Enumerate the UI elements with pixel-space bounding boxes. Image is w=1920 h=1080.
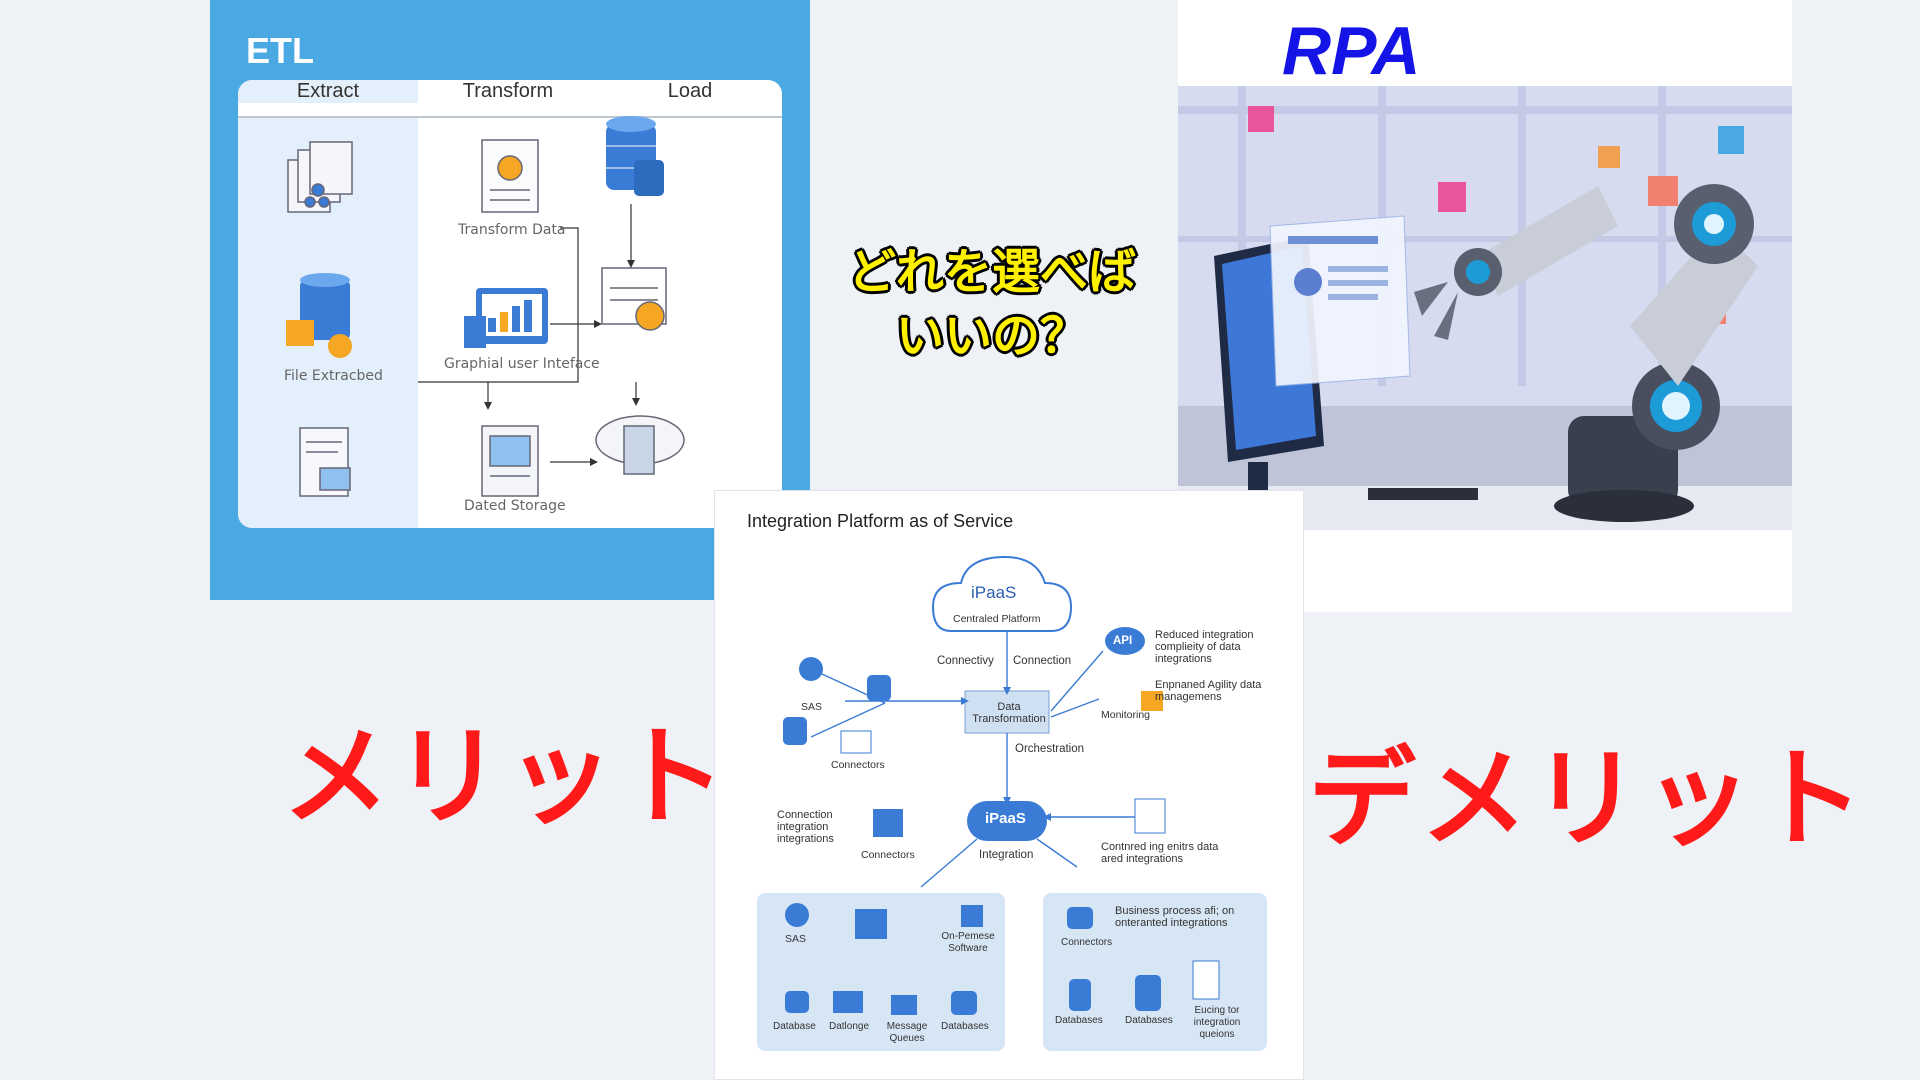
connectivy-label: Connectivy	[937, 655, 994, 667]
connection-integration-label: Connection integration integrations	[777, 809, 834, 845]
box1-datonge-label: Datlonge	[829, 1021, 870, 1032]
cloud-title: iPaaS	[971, 583, 1017, 602]
monitoring-label: Monitoring	[1101, 709, 1151, 721]
database-extract-icon	[286, 273, 352, 358]
database-small-icon	[867, 675, 891, 701]
box2-title: Business process afi; on onteranted inte…	[1115, 905, 1235, 929]
question-line-2: いいの？	[895, 308, 1088, 364]
box2-databases-2-label: Databases	[1125, 1015, 1173, 1026]
continued-integrations-label: Contnred ing enitrs data ared integratio…	[1101, 841, 1219, 865]
box1-databases-icon	[951, 991, 977, 1015]
box1-sas-label: SAS	[785, 933, 807, 945]
benefit-1-text: Reduced integration complieity of data i…	[1155, 629, 1254, 665]
box1-datonge-icon	[833, 991, 863, 1013]
connection-label: Connection	[1013, 655, 1072, 667]
sas-label: SAS	[801, 701, 823, 713]
merit-label: メリット	[282, 715, 731, 840]
continued-doc-icon	[1134, 798, 1166, 834]
ipaas-pill	[967, 801, 1047, 841]
sas-icon	[799, 657, 823, 681]
benefit-2-text: Enpnaned Agility data managemens	[1155, 679, 1262, 703]
document-window-icon	[299, 427, 351, 497]
box2-background	[1043, 893, 1267, 1051]
robot-arm	[1414, 184, 1758, 522]
etl-diagram-card: Extract Transform Load	[238, 80, 782, 528]
chart-icon	[840, 730, 872, 754]
holographic-screen	[1269, 215, 1411, 387]
box2-db-icon	[1067, 907, 1093, 929]
extract-header: Extract	[238, 80, 418, 103]
connectors-left-label: Connectors	[831, 759, 885, 771]
report-window-icon	[601, 267, 667, 331]
ipaas-panel: Integration Platform as of Service	[714, 490, 1304, 1080]
connectors-box-icon	[873, 809, 903, 837]
box1-database-label: Database	[773, 1021, 816, 1032]
transform-document-icon	[481, 139, 539, 213]
monitoring-icon	[1141, 691, 1163, 711]
box1-sas-icon	[785, 903, 809, 927]
box1-message-icon	[891, 995, 917, 1015]
ipaas-node-label: iPaaS	[985, 810, 1026, 827]
connectors-center-label: Connectors	[861, 849, 915, 861]
etl-panel: ETL Extract Transform Load	[210, 0, 810, 600]
database-left-icon	[783, 717, 807, 745]
etl-flow-graphics	[286, 116, 685, 497]
cloud-shape	[931, 555, 1073, 632]
box1-on-premise-label: On-Pemese Software	[941, 931, 995, 954]
rpa-scene-graphic	[1178, 86, 1792, 530]
etl-title: ETL	[246, 30, 314, 71]
demerit-label: デメリット	[1308, 737, 1869, 862]
box1-database-icon	[785, 991, 809, 1013]
load-header: Load	[667, 80, 713, 102]
box2-search-doc-icon	[1192, 960, 1220, 1000]
box2-connectors-label: Connectors	[1061, 937, 1113, 948]
ipaas-arrows	[810, 631, 1147, 888]
center-question: どれを選べば いいの？	[832, 240, 1152, 368]
storage-document-icon	[481, 425, 539, 497]
box2-databases1-icon	[1069, 979, 1091, 1011]
transform-header: Transform	[462, 80, 554, 102]
ipaas-diagram	[757, 555, 1267, 1051]
etl-header-row: Extract Transform Load	[238, 80, 782, 118]
box2-databases-1-label: Databases	[1055, 1015, 1103, 1026]
data-transformation-label: Data Transformation	[972, 701, 1046, 725]
api-label: API	[1113, 635, 1133, 647]
box2-eucing-label: Eucing tor integration queions	[1193, 1005, 1241, 1040]
robot-arm-illustration	[1178, 86, 1792, 530]
question-line-1: どれを選べば	[847, 244, 1136, 300]
box1-flow-icon	[855, 909, 887, 939]
file-extracted-label: File Extracbed	[284, 368, 383, 384]
integration-label: Integration	[979, 849, 1034, 861]
box1-message-queues-label: Message Queues	[886, 1021, 928, 1044]
ipaas-title: Integration Platform as of Service	[747, 511, 1014, 531]
orchestration-label: Orchestration	[1015, 743, 1085, 755]
rpa-title: RPA	[1282, 13, 1421, 89]
rpa-panel: RPA	[1178, 0, 1792, 612]
database-load-icon	[606, 116, 664, 196]
graphical-ui-label: Graphial user Inteface	[444, 356, 600, 372]
monitor-chart-icon	[464, 288, 548, 348]
cloud-database-icon	[595, 415, 685, 475]
api-icon	[1105, 627, 1145, 655]
files-icon	[287, 141, 353, 213]
cloud-subtitle: Centraled Platform	[953, 613, 1041, 625]
box1-databases-label: Databases	[941, 1021, 989, 1032]
box2-databases2-icon	[1135, 975, 1161, 1011]
box1-grid-icon	[961, 905, 983, 927]
dated-storage-label: Dated Storage	[464, 498, 566, 514]
transform-data-label: Transform Data	[458, 222, 566, 238]
box1-background	[757, 893, 1005, 1051]
etl-arrows	[418, 204, 637, 463]
